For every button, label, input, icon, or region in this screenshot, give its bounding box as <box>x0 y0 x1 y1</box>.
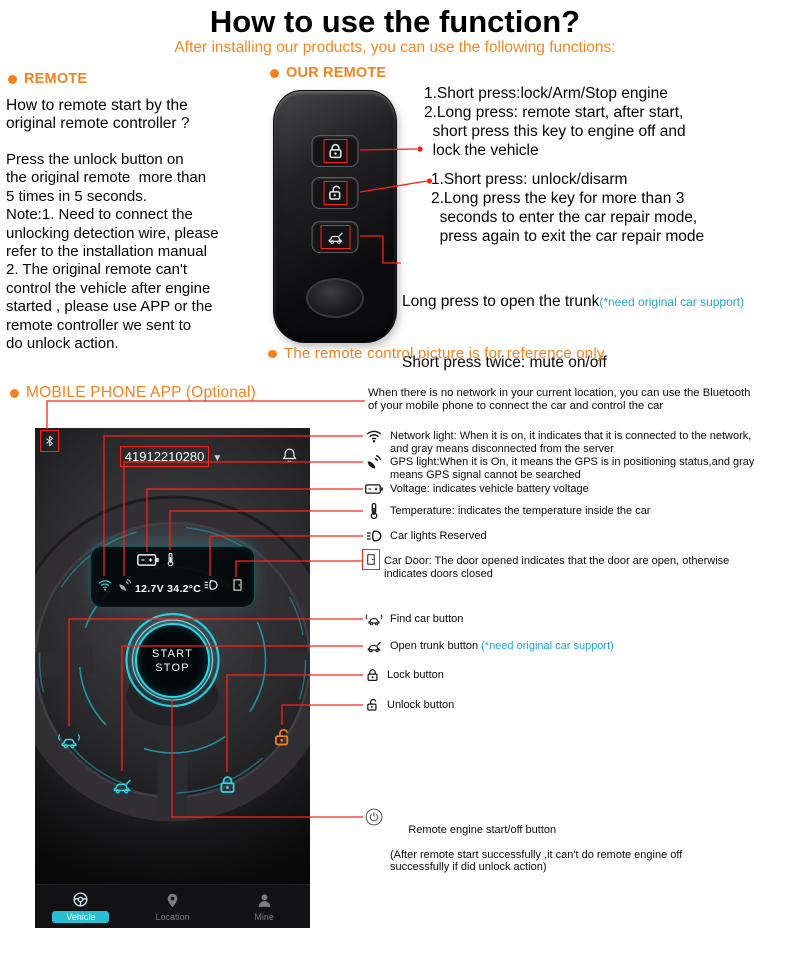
tab-vehicle[interactable]: Vehicle <box>35 885 127 928</box>
engine-start-icon <box>365 808 383 826</box>
person-icon <box>256 892 273 909</box>
bullet-icon <box>268 349 277 358</box>
reference-note-label: The remote control picture is for refere… <box>284 345 605 362</box>
page-subtitle: After installing our products, you can u… <box>174 39 616 56</box>
trunk-button-note: Long press to open the trunk(*need origi… <box>402 254 744 410</box>
lock-button[interactable] <box>217 774 238 795</box>
callout-temperature: Temperature: indicates the temperature i… <box>365 505 650 520</box>
trunk-icon <box>320 225 350 249</box>
steering-wheel-icon <box>72 891 89 908</box>
dropdown-caret-icon[interactable]: ▼ <box>212 453 223 464</box>
gps-icon <box>365 453 383 471</box>
tab-location[interactable]: Location <box>127 885 219 928</box>
bell-icon[interactable] <box>281 447 298 464</box>
remote-question: How to remote start by the original remo… <box>6 97 190 132</box>
stop-label: STOP <box>155 661 190 674</box>
callout-lights: Car lights Reserved <box>365 530 487 545</box>
car-door-icon <box>362 549 380 570</box>
tab-vehicle-label: Vehicle <box>52 910 110 923</box>
remote-key-fob <box>273 90 397 343</box>
remote-instructions: Press the unlock button on the original … <box>6 151 219 353</box>
callout-network: Network light: When it is on, it indicat… <box>365 430 751 455</box>
bullet-icon <box>10 388 19 398</box>
open-trunk-icon <box>365 637 383 655</box>
bluetooth-icon <box>40 430 59 452</box>
phone-number[interactable]: 41912210280 <box>119 446 210 467</box>
tab-mine-label: Mine <box>254 911 274 922</box>
remote-heading-label: REMOTE <box>24 71 88 87</box>
app-section-heading: MOBILE PHONE APP (Optional) <box>10 384 256 402</box>
gps-icon <box>117 577 133 593</box>
find-car-button[interactable] <box>57 728 81 752</box>
wifi-icon <box>97 577 113 593</box>
start-stop-button[interactable]: START STOP <box>135 623 210 698</box>
voltage-value: 12.7V <box>135 583 164 595</box>
temperature-value: 34.2°C <box>167 583 202 595</box>
thermometer-icon <box>365 502 383 520</box>
location-pin-icon <box>164 892 181 909</box>
callout-gps: GPS light:When it is On, it means the GP… <box>365 456 754 481</box>
device-selector: 41912210280▼ <box>35 446 310 467</box>
callout-voltage: Voltage: indicates vehicle battery volta… <box>365 483 589 496</box>
reference-note: The remote control picture is for refere… <box>268 345 605 362</box>
car-lights-icon <box>203 577 219 593</box>
bullet-icon <box>270 68 279 78</box>
remote-section-heading: REMOTE <box>8 71 87 87</box>
tab-location-label: Location <box>155 911 190 922</box>
unlock-icon <box>323 181 347 205</box>
our-remote-heading-label: OUR REMOTE <box>286 65 387 81</box>
tab-mine[interactable]: Mine <box>218 885 310 928</box>
bottom-nav: Vehicle Location Mine <box>35 884 310 928</box>
battery-icon <box>137 554 159 566</box>
callout-door: Car Door: The door opened indicates that… <box>362 549 729 580</box>
unlock-button-note: 1.Short press: unlock/disarm 2.Long pres… <box>431 171 705 245</box>
battery-icon <box>365 483 383 495</box>
car-lights-icon <box>365 527 383 545</box>
callout-lock: Lock button <box>365 669 444 684</box>
our-remote-section-heading: OUR REMOTE <box>270 65 386 81</box>
mute-note-text: Short press twice: mute on/off <box>402 354 607 371</box>
lock-button-note: 1.Short press:lock/Arm/Stop engine 2.Lon… <box>424 85 686 159</box>
dashboard-cluster: 12.7V 34.2°C <box>90 546 255 608</box>
fob-logo <box>306 278 364 318</box>
trunk-note-support: (*need original car support) <box>599 295 745 309</box>
open-trunk-button[interactable] <box>110 773 134 797</box>
wifi-icon <box>365 427 383 445</box>
callout-unlock: Unlock button <box>365 699 454 714</box>
app-heading-label: MOBILE PHONE APP (Optional) <box>26 384 256 401</box>
callout-open-trunk: Open trunk button (*need original car su… <box>365 640 614 655</box>
lock-icon <box>323 139 347 163</box>
bluetooth-note: When there is no network in your current… <box>368 387 751 412</box>
unlock-icon <box>365 696 380 714</box>
callout-engine: Remote engine start/off button (After re… <box>365 811 682 899</box>
fob-lock-button[interactable] <box>311 135 359 167</box>
car-door-icon <box>231 578 244 592</box>
start-label: START <box>151 647 194 660</box>
bullet-icon <box>8 74 17 84</box>
lock-icon <box>365 666 380 684</box>
page-title: How to use the function? <box>209 4 581 39</box>
dashboard-readout: 12.7V 34.2°C <box>135 583 201 595</box>
callout-find-car: Find car button <box>365 613 463 628</box>
find-car-icon <box>365 610 383 628</box>
fob-unlock-button[interactable] <box>311 177 359 209</box>
fob-trunk-button[interactable] <box>311 221 359 253</box>
phone-app-screenshot: 41912210280▼ 12.7V 34.2°C START STOP Veh… <box>35 428 310 928</box>
trunk-note-text: Long press to open the trunk <box>402 293 600 310</box>
unlock-button[interactable] <box>272 727 293 748</box>
thermometer-icon <box>163 552 178 567</box>
